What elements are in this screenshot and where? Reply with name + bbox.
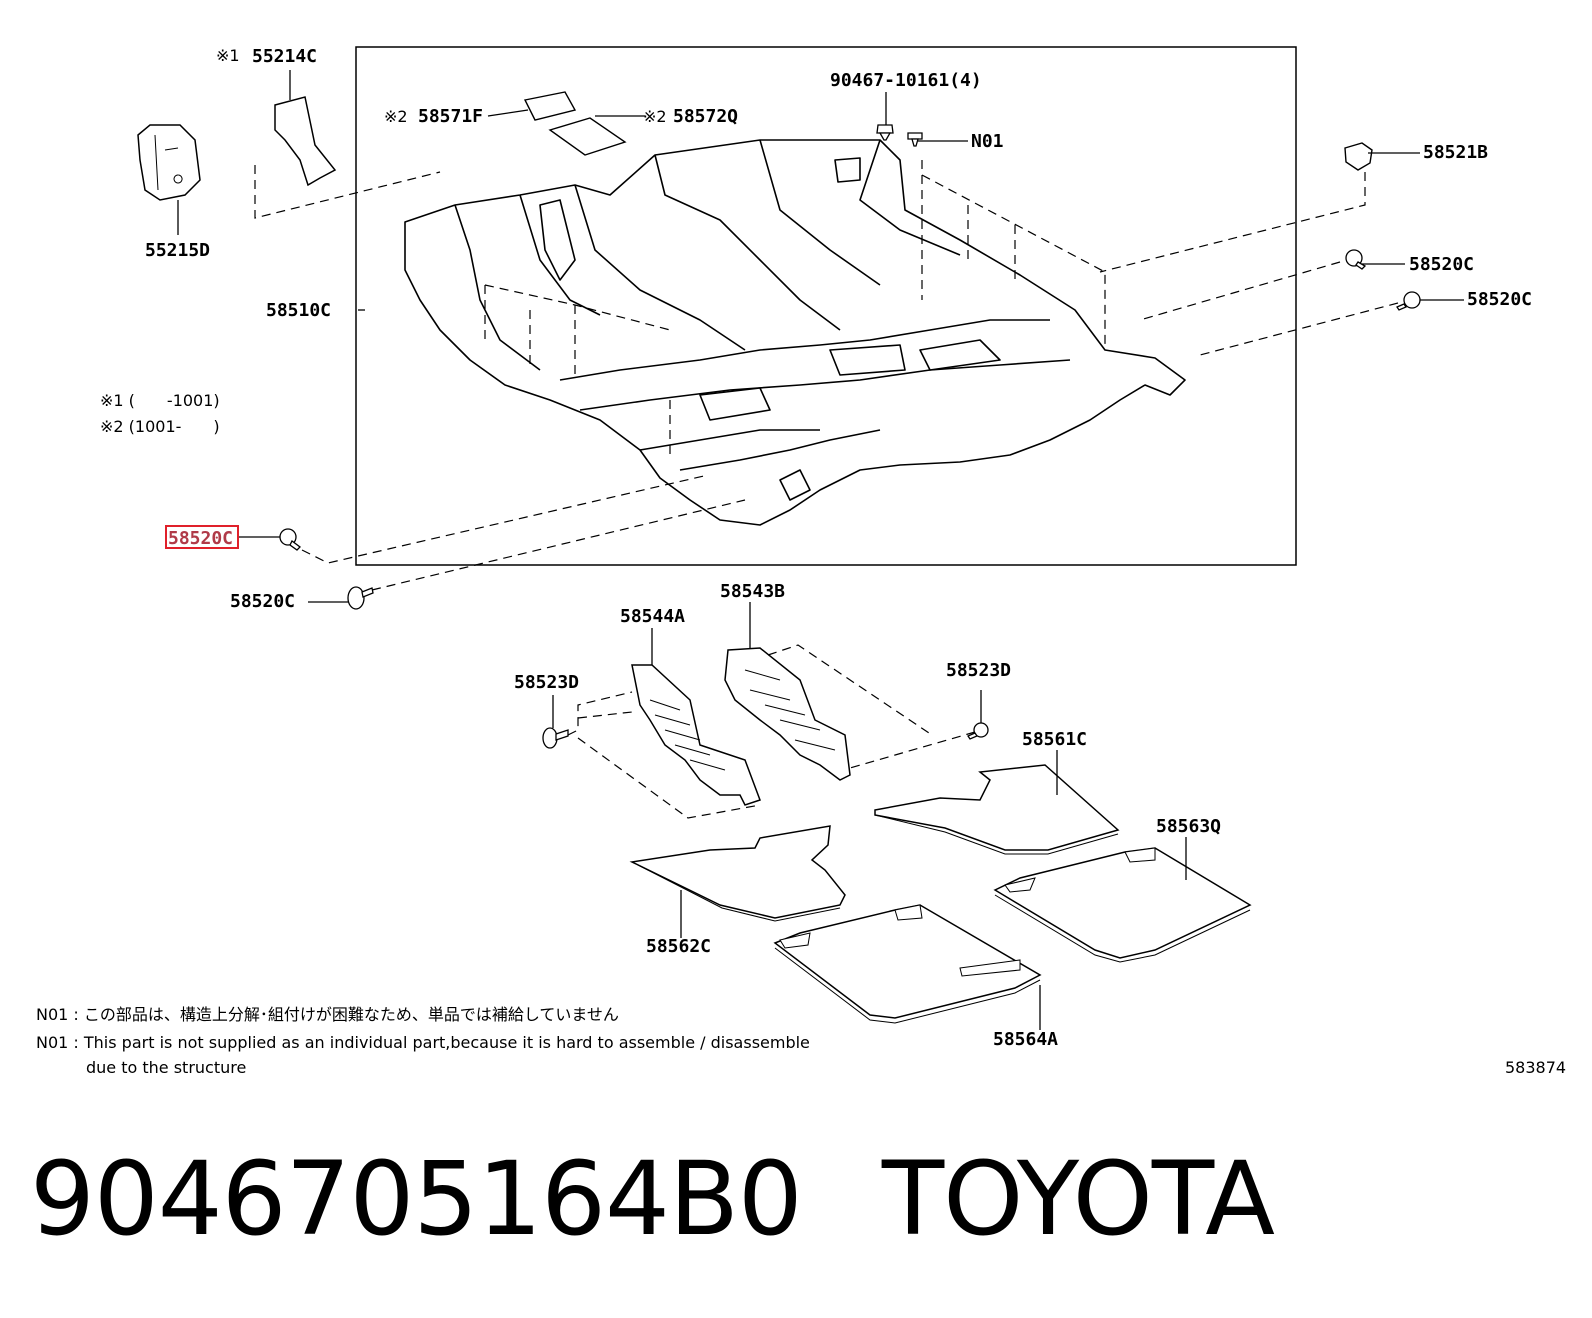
clip-58521b: [1344, 142, 1373, 171]
clip-58520c-right-a: [1345, 249, 1367, 270]
label-55214c[interactable]: 55214C: [252, 46, 317, 67]
legend-line-1: ※1 ( -1001): [100, 391, 220, 410]
clip-90467: [876, 124, 894, 141]
note-n01-japanese: N01 : この部品は、構造上分解･組付けが困難なため、単品では補給していません: [36, 1005, 619, 1024]
label-58521b[interactable]: 58521B: [1423, 142, 1488, 163]
label-58572q[interactable]: 58572Q: [673, 106, 738, 127]
note-n01-english: N01 : This part is not supplied as an in…: [36, 1033, 810, 1052]
label-90467-10161[interactable]: 90467-10161(4): [830, 70, 982, 91]
dashed-connectors: [254, 160, 1399, 819]
mat-58563q: [993, 847, 1252, 959]
mark-2a: ※2: [384, 107, 408, 126]
legend-line-2: ※2 (1001- ): [100, 417, 220, 436]
diagram-ref-number: 583874: [1505, 1058, 1567, 1077]
mark-2b: ※2: [643, 107, 667, 126]
caption: 9046705164B0 TOYOTA: [30, 1140, 1275, 1259]
label-58562c[interactable]: 58562C: [646, 936, 711, 957]
part-58571f: [523, 91, 577, 121]
main-carpet-frame: [355, 46, 1297, 566]
label-58520c-right-b[interactable]: 58520C: [1467, 289, 1532, 310]
caption-brand: TOYOTA: [881, 1140, 1275, 1259]
label-58571f[interactable]: 58571F: [418, 106, 483, 127]
caption-part-number: 9046705164B0: [30, 1140, 803, 1259]
bracket-58544a: [631, 664, 761, 806]
parts-diagram: ※1 55214C 55215D ※2 58571F ※2 58572Q 904…: [100, 46, 1532, 1050]
clip-58520c-right-b: [1396, 291, 1421, 311]
label-58520c-right-a[interactable]: 58520C: [1409, 254, 1474, 275]
note-n01-english-cont: due to the structure: [86, 1058, 247, 1077]
label-58523d-right[interactable]: 58523D: [946, 660, 1011, 681]
label-58523d-left[interactable]: 58523D: [514, 672, 579, 693]
clip-58520c-low: [347, 586, 374, 610]
label-58561c[interactable]: 58561C: [1022, 729, 1087, 750]
part-58572q: [548, 117, 627, 156]
label-58564a[interactable]: 58564A: [993, 1029, 1058, 1050]
mat-58564a: [773, 904, 1042, 1019]
label-58510c[interactable]: 58510C: [266, 300, 331, 321]
part-55214c: [274, 96, 337, 187]
mark-1: ※1: [216, 46, 240, 65]
label-58520c-low[interactable]: 58520C: [230, 591, 295, 612]
label-58563q[interactable]: 58563Q: [1156, 816, 1221, 837]
bracket-58543b: [724, 647, 851, 781]
mat-58561c: [874, 764, 1120, 851]
leader-lines: [177, 70, 1464, 1030]
mat-58562c: [629, 825, 846, 919]
clip-n01: [907, 132, 923, 147]
clip-58520c-left: [279, 528, 301, 551]
part-55215d: [137, 124, 201, 201]
label-58543b[interactable]: 58543B: [720, 581, 785, 602]
label-58520c-highlighted[interactable]: 58520C: [168, 528, 233, 549]
clip-58523d-left: [542, 727, 569, 749]
floor-carpet-58510c: [404, 139, 1186, 526]
highlight-box[interactable]: [165, 525, 239, 549]
clip-58523d-right: [967, 722, 989, 740]
label-55215d[interactable]: 55215D: [145, 240, 210, 261]
label-58544a[interactable]: 58544A: [620, 606, 685, 627]
label-n01[interactable]: N01: [971, 131, 1004, 152]
